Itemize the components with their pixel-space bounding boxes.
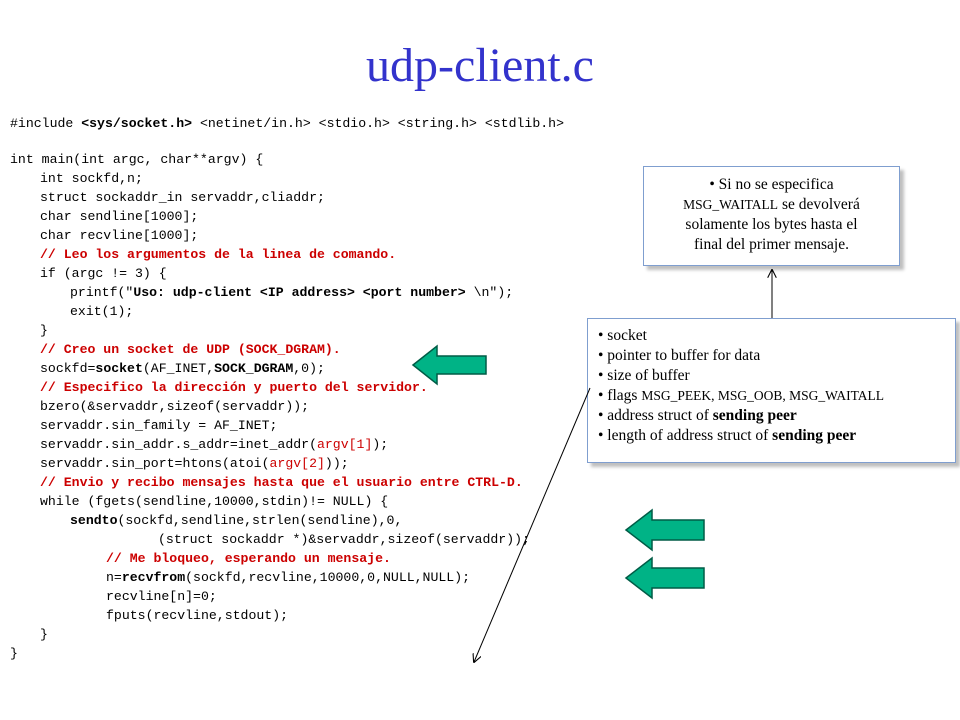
code-line: fputs(recvline,stdout); [106,608,289,623]
code-line-main: int main(int argc, char**argv) { [10,152,264,167]
param-item: • socket [598,327,647,344]
code-line: char recvline[1000]; [40,228,199,243]
code-line: struct sockaddr_in servaddr,cliaddr; [40,190,325,205]
code-line: if (argc != 3) { [40,266,167,281]
param-item: • length of address struct of sending pe… [598,426,949,446]
code-comment: // Leo los argumentos de la linea de com… [40,247,397,262]
code-text: n= [106,570,122,585]
param-item: • flags MSG_PEEK, MSG_OOB, MSG_WAITALL [598,386,949,406]
code-sendto-call: sendto [70,513,118,528]
param-text: • flags [598,387,642,404]
code-line: } [40,323,48,338]
code-text: )); [324,456,349,471]
code-comment: // Especifico la dirección y puerto del … [40,380,428,395]
code-line-sendto: sendto(sockfd,sendline,strlen(sendline),… [70,512,402,529]
code-line-socket: sockfd=socket(AF_INET,SOCK_DGRAM,0); [40,360,325,377]
slide-title: udp-client.c [366,39,594,92]
code-line: char sendline[1000]; [40,209,199,224]
note-line: MSG_WAITALL se devolverá [644,195,899,215]
code-text: (AF_INET, [142,361,215,376]
pointer-arrow-recvfrom [474,387,591,662]
code-line: int sockfd,n; [40,171,143,186]
code-line: } [40,627,48,642]
code-text: (sockfd,recvline,10000,0,NULL,NULL); [185,570,471,585]
code-recvfrom-call: recvfrom [121,570,186,585]
code-line-sin-port: servaddr.sin_port=htons(atoi(argv[2])); [40,455,349,472]
param-item: • address struct of sending peer [598,406,949,426]
param-bold: sending peer [772,427,857,444]
note-line: final del primer mensaje. [694,236,849,253]
code-argv1: argv[1] [316,437,373,452]
code-include-keyword: #include [10,116,82,131]
param-bold: sending peer [712,407,797,424]
block-arrow-recvfrom [624,556,705,600]
param-item: • size of buffer [598,367,690,384]
code-comment: // Creo un socket de UDP (SOCK_DGRAM). [40,342,341,357]
block-arrow-sendto [624,508,705,552]
note-text: • Si no se especifica [709,176,834,193]
code-line-printf: printf("Uso: udp-client <IP address> <po… [70,284,513,301]
code-printf-end: \n"); [473,285,514,300]
code-socket-call: socket [95,361,143,376]
code-line-include: #include <sys/socket.h> <netinet/in.h> <… [10,115,564,132]
note-line: • Si no se especifica [644,175,899,195]
code-include-other-headers: <netinet/in.h> <stdio.h> <string.h> <std… [192,116,564,131]
code-text: sockfd= [40,361,96,376]
note-recvfrom-params: • socket • pointer to buffer for data • … [587,318,956,463]
code-text: ,0); [293,361,325,376]
param-text: • address struct of [598,407,713,424]
code-line: (struct sockaddr *)&servaddr,sizeof(serv… [158,532,530,547]
note-line: solamente los bytes hasta el [685,216,858,233]
block-arrow-socket [411,344,487,386]
code-line-recvfrom: n=recvfrom(sockfd,recvline,10000,0,NULL,… [106,569,470,586]
code-line: } [10,646,18,661]
code-comment: // Envio y recibo mensajes hasta que el … [40,475,523,490]
code-sock-dgram: SOCK_DGRAM [214,361,294,376]
code-line: exit(1); [70,304,134,319]
param-flags: MSG_PEEK, MSG_OOB, MSG_WAITALL [641,388,884,403]
note-flag: MSG_WAITALL [683,197,779,212]
code-line: while (fgets(sendline,10000,stdin)!= NUL… [40,494,389,509]
param-item: • pointer to buffer for data [598,347,761,364]
code-text: servaddr.sin_port=htons(atoi( [40,456,270,471]
code-line: bzero(&servaddr,sizeof(servaddr)); [40,399,310,414]
code-printf-string: Uso: udp-client <IP address> <port numbe… [133,285,474,300]
code-printf-call: printf(" [70,285,134,300]
code-argv2: argv[2] [269,456,325,471]
param-text: • length of address struct of [598,427,773,444]
code-line: servaddr.sin_family = AF_INET; [40,418,278,433]
code-text: servaddr.sin_addr.s_addr=inet_addr( [40,437,317,452]
note-text: se devolverá [778,196,860,213]
code-comment: // Me bloqueo, esperando un mensaje. [106,551,391,566]
note-msg-waitall: • Si no se especifica MSG_WAITALL se dev… [643,166,900,266]
code-line-sin-addr: servaddr.sin_addr.s_addr=inet_addr(argv[… [40,436,388,453]
code-include-socket-header: <sys/socket.h> [81,116,193,131]
code-text: ); [372,437,389,452]
code-text: (sockfd,sendline,strlen(sendline),0, [117,513,403,528]
code-line: recvline[n]=0; [106,589,217,604]
